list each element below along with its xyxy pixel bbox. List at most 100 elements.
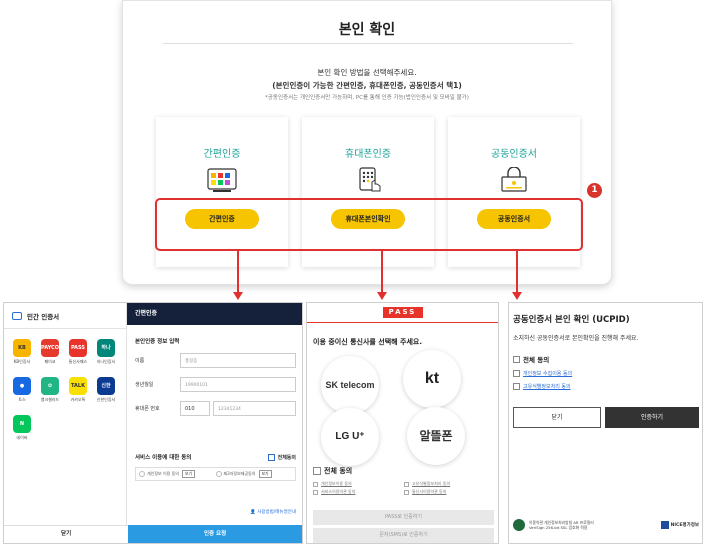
view-button[interactable]: 보기 xyxy=(181,470,195,478)
name-label: 이름 xyxy=(135,357,145,364)
term-label: 서비스이용약관 동의 xyxy=(321,489,356,494)
agree-all-checkbox[interactable]: 전체 동의 xyxy=(509,342,702,364)
method-phone-auth: 휴대폰인증 휴대폰본인확인 xyxy=(302,117,434,267)
nice-logo: NICE평가정보 xyxy=(660,521,699,529)
carrier-lgu[interactable]: LG U⁺ xyxy=(321,408,379,466)
provider-logo-icon: ● xyxy=(13,377,31,395)
term-label: 고유식별정보처리 동의 xyxy=(523,384,571,390)
term-label: 제3자정보제공동의 xyxy=(223,471,256,476)
carrier-skt[interactable]: SK telecom xyxy=(321,356,379,414)
term-label: 개인정보 수집이용 동의 xyxy=(523,371,573,377)
term-third-party[interactable]: 제3자정보제공동의 보기 xyxy=(215,470,293,478)
method-simple-auth: 간편인증 간편인증 xyxy=(156,117,288,267)
phone-auth-icon xyxy=(359,167,381,192)
provider-item[interactable]: ●토스 xyxy=(8,377,36,409)
phone-input[interactable]: 12341234 xyxy=(213,400,296,416)
view-button[interactable]: 보기 xyxy=(258,470,272,478)
method-label: 휴대폰인증 xyxy=(345,149,391,160)
pass-logo: PASS xyxy=(382,307,423,318)
agree-all-checkbox[interactable]: 전체동의 xyxy=(267,453,296,461)
birth-label: 생년월일 xyxy=(135,381,154,388)
carrier-label: kt xyxy=(424,370,440,387)
term-item[interactable]: 고유식별정보처리 동의 xyxy=(509,377,702,390)
term-item[interactable]: 개인정보 수집이용 동의 xyxy=(509,364,702,377)
provider-logo-icon: 신한 xyxy=(97,377,115,395)
birth-row: 생년월일 19900101 xyxy=(135,375,296,393)
simple-auth-button[interactable]: 간편인증 xyxy=(185,209,259,229)
connector-line xyxy=(516,251,518,293)
provider-item[interactable]: ✿뱅크샐러드 xyxy=(36,377,64,409)
checkbox-icon xyxy=(313,481,318,487)
method-label: 간편인증 xyxy=(203,149,241,160)
terms-title: 서비스 이용에 대한 동의 xyxy=(135,455,192,461)
pass-auth-button[interactable]: PASS로 인증하기 xyxy=(313,510,494,525)
carrier-mvno[interactable]: 알뜰폰 xyxy=(407,407,465,465)
provider-logo-icon: N xyxy=(13,415,31,433)
provider-logo-icon: PAYCO xyxy=(41,339,59,357)
provider-name: 카카오톡 xyxy=(70,397,86,402)
term-item[interactable]: 고유식별정보처리 동의 xyxy=(404,481,495,487)
name-input[interactable]: 홍길동 xyxy=(180,352,296,368)
carrier-label: 알뜰폰 xyxy=(419,429,453,443)
checkbox-icon xyxy=(513,355,520,363)
confirm-auth-button[interactable]: 인증하기 xyxy=(605,407,699,428)
help-link[interactable]: 👤 사용방법/매뉴얼안내 xyxy=(250,509,296,515)
radio-icon xyxy=(215,471,222,477)
checkbox-icon xyxy=(267,453,275,461)
close-button[interactable]: 닫기 xyxy=(4,525,129,543)
ucpid-title: 공동인증서 본인 확인 (UCPID) xyxy=(513,315,630,325)
request-auth-button[interactable]: 인증 요청 xyxy=(128,525,302,543)
sms-auth-button[interactable]: 문자(SMS)로 인증하기 xyxy=(313,528,494,543)
provider-name: 뱅크샐러드 xyxy=(40,397,60,402)
identity-verification-card: 본인 확인 본인 확인 방법을 선택해주세요. (본인인증이 가능한 간편인증,… xyxy=(122,0,612,285)
carrier-label: SK telecom xyxy=(325,380,375,390)
certificate-lock-icon xyxy=(501,167,527,192)
simple-auth-header: 간편인증 xyxy=(127,303,302,325)
radio-icon xyxy=(139,471,145,477)
term-label: 개인정보 이용 동의 xyxy=(147,471,179,476)
footer-ssl: VeriSign 256-bit SSL 암호화 적용 xyxy=(529,525,588,530)
private-cert-header: 민간 인증서 xyxy=(4,303,126,329)
provider-name: 통신사패스 xyxy=(68,359,88,364)
phone-prefix-select[interactable]: 010 xyxy=(180,400,210,416)
method-joint-certificate: 공동인증서 공동인증서 xyxy=(448,117,580,267)
term-item[interactable]: 서비스이용약관 동의 xyxy=(313,489,404,495)
term-label: 고유식별정보처리 동의 xyxy=(412,481,451,486)
agree-all-checkbox[interactable]: 전체 동의 xyxy=(313,466,352,476)
ucpid-subtitle: 소지하신 공동인증서로 본인확인을 진행해 주세요. xyxy=(513,335,639,342)
highlight-frame xyxy=(155,198,583,251)
term-label: 개인정보이용 동의 xyxy=(321,481,352,486)
intro-line-2: (본인인증이 가능한 간편인증, 휴대폰인증, 공동인증서 택1) xyxy=(272,81,462,90)
term-item[interactable]: 개인정보이용 동의 xyxy=(313,481,404,487)
agree-all-label: 전체 동의 xyxy=(523,356,550,364)
term-privacy[interactable]: 개인정보 이용 동의 보기 xyxy=(139,470,216,478)
provider-logo-icon: 하나 xyxy=(97,339,115,357)
term-label: 통신사이용약관 동의 xyxy=(412,489,447,494)
carrier-kt[interactable]: kt xyxy=(403,350,461,408)
arrow-down-icon xyxy=(512,292,522,300)
page-title: 본인 확인 xyxy=(338,22,396,38)
checkbox-icon xyxy=(313,489,318,495)
birth-input[interactable]: 19900101 xyxy=(180,376,296,392)
joint-certificate-button[interactable]: 공동인증서 xyxy=(477,209,551,229)
name-row: 이름 홍길동 xyxy=(135,351,296,369)
header-divider xyxy=(307,322,498,323)
ucpid-panel: 공동인증서 본인 확인 (UCPID) 소지하신 공동인증서로 본인확인을 진행… xyxy=(508,302,703,544)
nice-label: NICE평가정보 xyxy=(670,523,699,528)
carrier-label: LG U⁺ xyxy=(335,431,365,442)
phone-auth-button[interactable]: 휴대폰본인확인 xyxy=(331,209,405,229)
term-item[interactable]: 통신사이용약관 동의 xyxy=(404,489,495,495)
checkbox-icon xyxy=(404,481,409,487)
footer-text: 이용약관 개인정보처리방침 AR 프로필러 VeriSign 256-bit S… xyxy=(529,520,661,530)
close-button[interactable]: 닫기 xyxy=(513,407,601,428)
arrow-down-icon xyxy=(377,292,387,300)
